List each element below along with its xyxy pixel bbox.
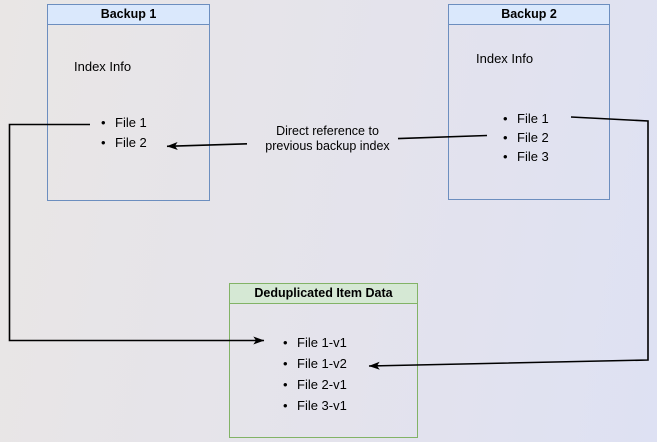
- file-list-item: File 2-v1: [283, 374, 347, 395]
- backup2-file-list: File 1 File 2 File 3: [503, 109, 549, 166]
- file-list-item: File 1: [101, 113, 147, 133]
- backup1-box: Backup 1 Index Info File 1 File 2: [47, 4, 210, 201]
- backup2-title: Backup 2: [449, 5, 609, 25]
- direct-reference-label: Direct reference to previous backup inde…: [240, 124, 415, 154]
- file-list-item: File 1: [503, 109, 549, 128]
- file-list-item: File 2: [503, 128, 549, 147]
- backup2-box: Index Info Backup 2 File 1 File 2 File 3: [448, 4, 610, 200]
- dedup-title: Deduplicated Item Data: [230, 284, 417, 304]
- dedup-box: Deduplicated Item Data File 1-v1 File 1-…: [229, 283, 418, 438]
- backup1-title: Backup 1: [48, 5, 209, 25]
- direct-reference-label-line1: Direct reference to: [276, 124, 379, 138]
- backup1-file-list: File 1 File 2: [101, 113, 147, 153]
- backup1-index-info: Index Info: [74, 59, 132, 74]
- file-list-item: File 3-v1: [283, 395, 347, 416]
- direct-reference-label-line2: previous backup index: [265, 139, 390, 153]
- backup2-index-info: Index Info: [476, 51, 534, 66]
- file-list-item: File 3: [503, 147, 549, 166]
- file-list-item: File 1-v2: [283, 353, 347, 374]
- file-list-item: File 2: [101, 133, 147, 153]
- file-list-item: File 1-v1: [283, 332, 347, 353]
- dedup-file-list: File 1-v1 File 1-v2 File 2-v1 File 3-v1: [283, 332, 347, 416]
